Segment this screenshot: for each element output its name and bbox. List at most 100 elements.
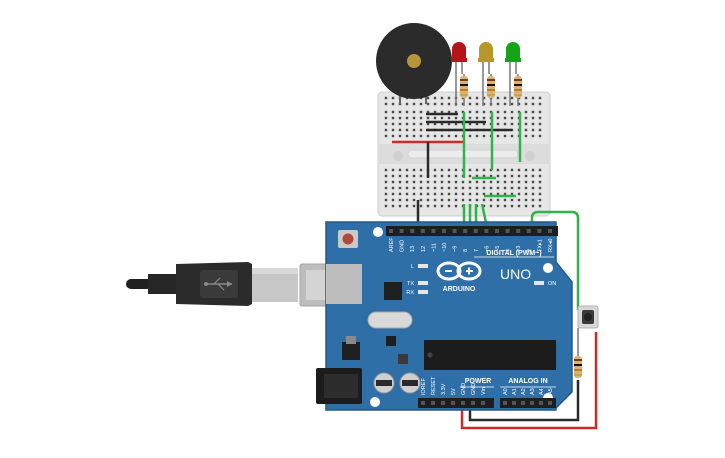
pin-label: 4 (506, 249, 512, 252)
breadboard-hole (468, 186, 472, 190)
breadboard-hole (531, 122, 535, 126)
breadboard-hole (384, 204, 388, 208)
breadboard-hole (503, 168, 507, 172)
breadboard-hole (475, 174, 479, 178)
header-pin[interactable] (516, 229, 521, 233)
header-pin[interactable] (442, 229, 446, 233)
breadboard-hole (384, 198, 388, 202)
breadboard-hole (433, 180, 437, 184)
breadboard-hole (440, 134, 444, 138)
header-pin[interactable] (548, 401, 552, 405)
header-pin[interactable] (431, 229, 436, 233)
digital-header[interactable] (386, 226, 558, 236)
breadboard-hole (391, 192, 395, 196)
breadboard-hole (475, 122, 479, 126)
header-pin[interactable] (473, 229, 478, 233)
header-pin[interactable] (471, 401, 475, 405)
header-pin[interactable] (503, 401, 507, 405)
header-pin[interactable] (548, 229, 552, 233)
header-pin[interactable] (420, 229, 425, 233)
breadboard-hole (447, 134, 451, 138)
crystal-oscillator (367, 311, 413, 329)
breadboard-hole (440, 96, 444, 100)
breadboard-jumpers[interactable] (392, 112, 522, 198)
header-pin[interactable] (505, 229, 510, 233)
breadboard-hole (384, 102, 388, 106)
header-pin[interactable] (484, 229, 489, 233)
header-pin[interactable] (463, 229, 468, 233)
pulldown-resistor[interactable] (574, 328, 582, 378)
breadboard-hole (496, 198, 500, 202)
breadboard-hole (412, 122, 416, 126)
piezo-buzzer[interactable] (376, 23, 452, 104)
breadboard-hole (433, 102, 437, 106)
breadboard-hole (468, 180, 472, 184)
led-yellow[interactable] (478, 42, 494, 106)
breadboard-hole (419, 110, 423, 114)
header-pin[interactable] (410, 229, 415, 233)
header-pin[interactable] (526, 229, 531, 233)
gnd-return-wire[interactable] (468, 380, 580, 422)
breadboard-hole (384, 122, 388, 126)
button-signal-wire[interactable] (530, 210, 580, 310)
breadboard-hole (433, 96, 437, 100)
power-header[interactable] (418, 398, 494, 408)
pin-label: AREF (389, 237, 395, 252)
header-pin[interactable] (461, 401, 465, 405)
breadboard-hole (426, 186, 430, 190)
header-pin[interactable] (451, 401, 455, 405)
breadboard-hole (419, 122, 423, 126)
header-pin[interactable] (431, 401, 435, 405)
resistor[interactable] (514, 74, 522, 106)
power-header-label: POWER (465, 378, 491, 385)
breadboard-hole (496, 116, 500, 120)
breadboard-hole (468, 168, 472, 172)
pin-label: RX◂0 (548, 239, 554, 252)
5v-wire[interactable] (460, 332, 598, 430)
breadboard-hole (538, 204, 542, 208)
breadboard-hole (440, 180, 444, 184)
header-pin[interactable] (481, 401, 485, 405)
power-jack[interactable] (316, 368, 362, 404)
header-pin[interactable] (530, 401, 534, 405)
header-pin[interactable] (421, 401, 425, 405)
mounting-hole (543, 263, 553, 273)
breadboard-hole (475, 96, 479, 100)
header-pin[interactable] (539, 401, 543, 405)
status-leds: L TX RX ON (406, 264, 556, 296)
capacitors (373, 372, 421, 394)
breadboard-hole (454, 174, 458, 178)
led-red[interactable] (451, 42, 467, 106)
header-pin[interactable] (521, 401, 525, 405)
resistor[interactable] (487, 74, 495, 106)
header-pin[interactable] (389, 229, 393, 233)
led-group[interactable] (451, 42, 522, 106)
header-pin[interactable] (441, 401, 445, 405)
breadboard-hole (524, 102, 528, 106)
header-pin[interactable] (512, 401, 516, 405)
resistor[interactable] (460, 74, 468, 106)
breadboard-hole (398, 192, 402, 196)
header-pin[interactable] (495, 229, 499, 233)
breadboard-hole (510, 192, 514, 196)
pushbutton[interactable] (577, 305, 599, 329)
header-pin[interactable] (537, 229, 542, 233)
usb-icon (204, 277, 232, 291)
breadboard-hole (482, 192, 486, 196)
pin-label: ~6 (484, 246, 490, 252)
breadboard-hole (496, 134, 500, 138)
reset-button[interactable] (338, 230, 358, 248)
breadboard-hole (510, 122, 514, 126)
breadboard-hole (524, 204, 528, 208)
breadboard-hole (468, 198, 472, 202)
breadboard-hole (447, 116, 451, 120)
analog-header[interactable] (500, 398, 556, 408)
led-green[interactable] (505, 42, 521, 106)
breadboard-hole (398, 122, 402, 126)
pin-label: Vin (481, 387, 487, 395)
breadboard-hole (496, 96, 500, 100)
header-pin[interactable] (399, 229, 404, 233)
header-pin[interactable] (452, 229, 457, 233)
